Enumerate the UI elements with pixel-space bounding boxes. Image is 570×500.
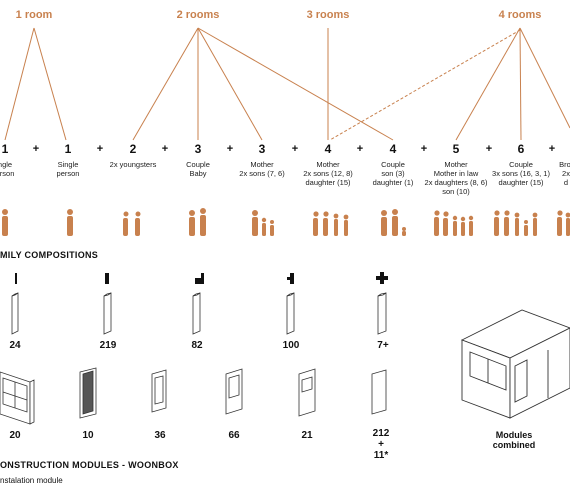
installation-module-label: nstalation module (0, 476, 63, 485)
family-silhouettes (2, 208, 570, 236)
silhouette-group-8 (434, 210, 474, 236)
plus-sign: + (356, 143, 364, 155)
column-count: 7+ (377, 340, 389, 351)
panel-count: 66 (228, 430, 240, 441)
profile-icon-tee (287, 273, 294, 284)
silhouette-group-10 (557, 210, 570, 236)
room-label-3: 3 rooms (306, 9, 350, 21)
link-1room-b (33, 27, 67, 141)
plus-sign: + (226, 143, 234, 155)
family-number: 2 (129, 142, 137, 156)
silhouette-group-9 (494, 210, 538, 236)
panel-module-window-tall (225, 368, 243, 415)
panel-count: 21 (301, 430, 313, 441)
plus-sign: + (548, 143, 556, 155)
plus-sign: + (420, 143, 428, 155)
room-label-1: 1 room (15, 9, 53, 21)
column-module-5 (377, 292, 387, 335)
profile-icon-cross (376, 272, 388, 284)
family-number: 4 (389, 142, 397, 156)
link-1room-a (4, 27, 35, 141)
column-count: 24 (9, 340, 21, 351)
plus-sign: + (291, 143, 299, 155)
family-compositions-title: MILY COMPOSITIONS (0, 250, 99, 260)
link-2rooms-a (132, 27, 199, 141)
link-2rooms-d (197, 27, 394, 141)
column-modules (11, 292, 387, 335)
panel-module-plain (371, 369, 387, 415)
construction-modules-title: ONSTRUCTION MODULES - WOONBOX (0, 460, 179, 470)
profile-icon-straight-thick (105, 273, 109, 284)
modules-combined-illustration (460, 309, 570, 419)
modules-combined-label: Modules combined (492, 430, 536, 450)
plus-sign: + (32, 143, 40, 155)
family-description: Mother 2x sons (12, 8) daughter (15) (303, 160, 353, 187)
family-number: 4 (324, 142, 332, 156)
column-module-4 (286, 292, 295, 335)
column-module-1 (11, 292, 19, 335)
family-description: Couple son (3) daughter (1) (372, 160, 414, 187)
family-number: 3 (258, 142, 266, 156)
family-description: Single person (56, 160, 80, 178)
panel-count: 20 (9, 430, 21, 441)
link-2rooms-c (197, 27, 263, 141)
link-4rooms-a (455, 27, 521, 141)
column-count: 219 (99, 340, 117, 351)
silhouette-group-4 (189, 208, 206, 236)
family-description: Brot 2x d (559, 160, 570, 187)
silhouette-group-7 (381, 209, 406, 236)
family-description: Couple Baby (186, 160, 210, 178)
family-number: 1 (1, 142, 9, 156)
silhouette-group-5 (252, 210, 274, 236)
panel-module-door-dark (79, 367, 97, 419)
wall-panel-modules (0, 367, 387, 425)
plus-sign: + (96, 143, 104, 155)
column-profile-icons (15, 272, 388, 284)
plus-sign: + (161, 143, 169, 155)
family-description: ngle erson (0, 160, 15, 178)
silhouette-group-2 (67, 209, 73, 236)
profile-icon-straight-thin (15, 273, 17, 284)
family-number: 6 (517, 142, 525, 156)
column-count: 100 (282, 340, 300, 351)
link-4rooms-b (519, 27, 522, 141)
link-4rooms-dashed (329, 29, 521, 141)
panel-count: 36 (154, 430, 166, 441)
link-4rooms-c (519, 27, 570, 129)
family-description: Couple 3x sons (16, 3, 1) daughter (15) (492, 160, 550, 187)
family-number: 1 (64, 142, 72, 156)
room-label-4: 4 rooms (498, 9, 542, 21)
panel-count: 212 + 11* (372, 428, 390, 461)
profile-icon-corner (195, 273, 204, 284)
column-count: 82 (191, 340, 203, 351)
family-number: 5 (452, 142, 460, 156)
family-number: 3 (194, 142, 202, 156)
panel-count: 10 (82, 430, 94, 441)
plus-sign: + (485, 143, 493, 155)
silhouette-group-1 (2, 209, 8, 236)
family-description: 2x youngsters (109, 160, 157, 169)
panel-module-window-small (151, 369, 167, 413)
room-label-2: 2 rooms (176, 9, 220, 21)
column-module-2 (103, 292, 112, 335)
silhouette-group-6 (313, 211, 349, 236)
family-description: Mother 2x sons (7, 6) (239, 160, 285, 178)
column-module-3 (192, 292, 201, 335)
panel-module-window-wide (0, 371, 35, 425)
panel-module-door-window (298, 368, 316, 417)
silhouette-group-3 (123, 211, 141, 236)
family-description: Mother Mother in law 2x daughters (8, 6)… (424, 160, 488, 196)
